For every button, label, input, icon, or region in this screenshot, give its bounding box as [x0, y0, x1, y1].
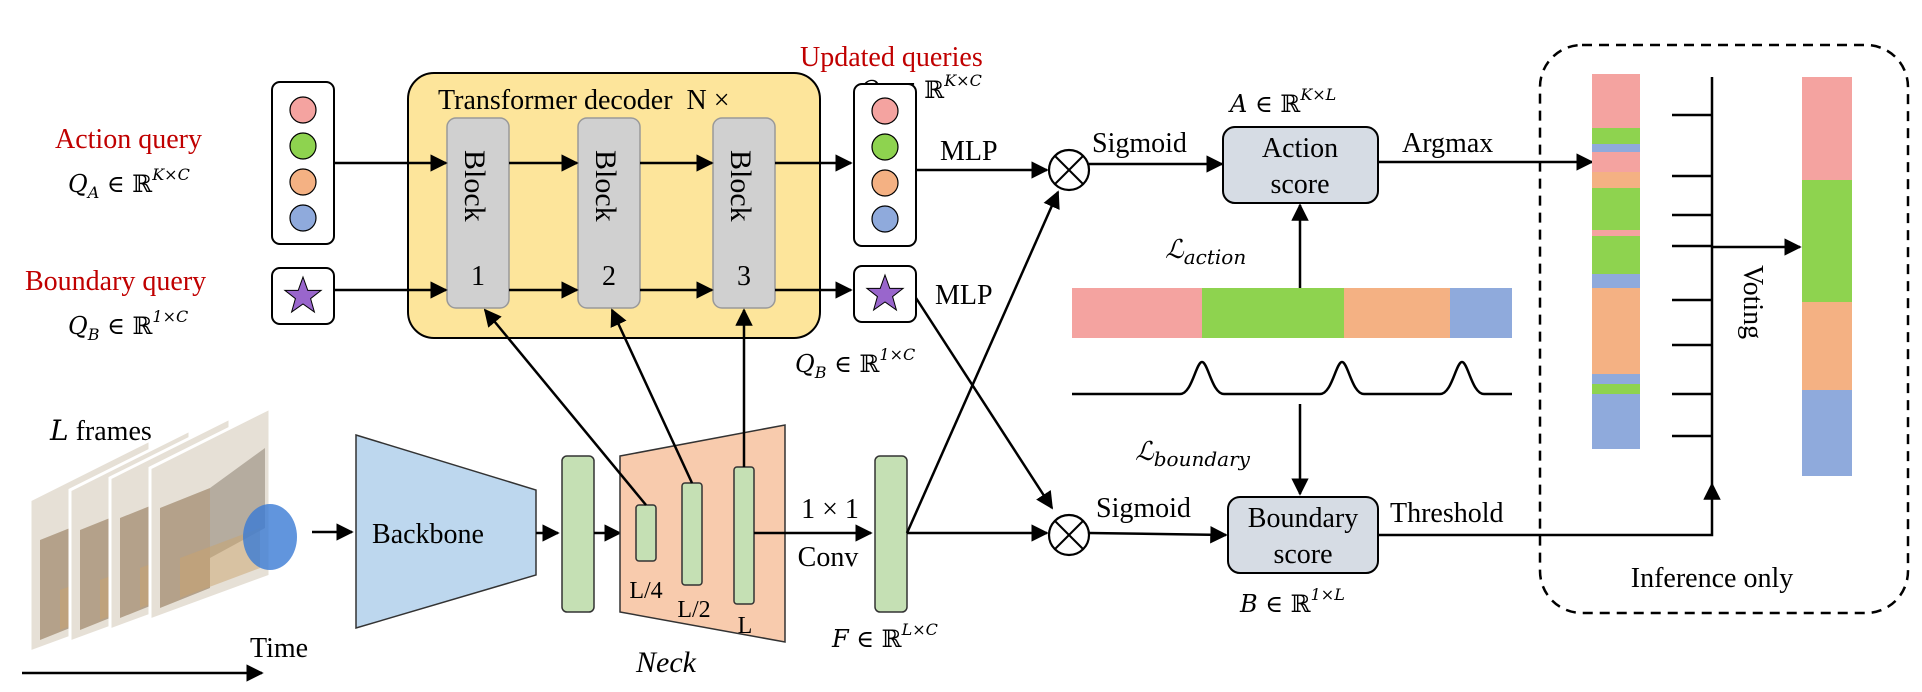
- action-bar-segment-green: [1202, 288, 1344, 338]
- neck-label: Neck: [635, 646, 697, 679]
- block-3-number: 3: [737, 261, 751, 292]
- voting-label: Voting: [1737, 265, 1768, 339]
- arrow-neck-l4-to-block1: [483, 308, 647, 506]
- block-3-label: Block: [724, 150, 757, 222]
- query-circle-green: [289, 132, 317, 160]
- segmentation-before-voting: [1592, 74, 1640, 449]
- seg-after-2-orange: [1802, 302, 1852, 390]
- backbone-trapezoid: [355, 433, 537, 630]
- ground-truth-action-bar: [1072, 288, 1512, 338]
- query-circle-blue: [289, 204, 317, 232]
- arrow-neck-l2-to-block2: [610, 308, 694, 484]
- boundary-score-label-line1: Boundary: [1248, 503, 1358, 534]
- updated-circle-green: [871, 133, 899, 161]
- action-bar-segment-blue: [1450, 288, 1512, 338]
- boundary-query-label: Boundary query: [25, 266, 206, 297]
- arrow-mlp-bottom-to-boundary-mult: [914, 297, 1054, 510]
- star-icon: [283, 275, 323, 314]
- backbone-feature-map: [561, 455, 595, 613]
- transformer-decoder-label: Transformer decoder N ×: [438, 85, 730, 116]
- neck-level-l4: [635, 504, 657, 562]
- block-2-number: 2: [602, 261, 616, 292]
- video-frames-stack: [28, 405, 297, 655]
- action-query-formula: QA ∈ ℝK×C: [68, 165, 190, 202]
- mlp-bottom-label: MLP: [935, 280, 993, 311]
- decoder-block-3: [712, 117, 776, 309]
- arrow-threshold: [1378, 482, 1721, 537]
- seg-before-4-orange: [1592, 172, 1640, 188]
- query-circle-orange: [289, 168, 317, 196]
- argmax-label: Argmax: [1402, 128, 1493, 159]
- block-1-number: 1: [471, 261, 485, 292]
- boundary-gaussian-curve: [1072, 360, 1512, 396]
- blue-bowl: [243, 504, 297, 570]
- multiply-node-bottom: [1047, 513, 1091, 557]
- seg-before-12-blue: [1592, 394, 1640, 449]
- mlp-top-label: MLP: [940, 136, 998, 167]
- backbone-label: Backbone: [372, 519, 484, 550]
- seg-after-0-pink: [1802, 77, 1852, 180]
- sigmoid-top-label: Sigmoid: [1092, 128, 1187, 159]
- seg-before-3-pink: [1592, 152, 1640, 172]
- updated-circle-pink: [871, 97, 899, 125]
- query-circle-pink: [289, 96, 317, 124]
- seg-before-2-blue: [1592, 144, 1640, 152]
- seg-after-1-green: [1802, 180, 1852, 302]
- seg-before-7-green: [1592, 236, 1640, 274]
- seg-after-3-blue: [1802, 390, 1852, 476]
- f-space-formula: F ∈ ℝL×C: [831, 620, 938, 653]
- arrow-f-to-action-mult: [905, 190, 1060, 534]
- conv-feature-map: [874, 455, 908, 613]
- boundary-score-label-line2: score: [1273, 539, 1332, 570]
- neck-level-l2: [681, 482, 703, 586]
- seg-before-0-pink: [1592, 74, 1640, 128]
- conv-label-line2: Conv: [798, 542, 859, 573]
- loss-action-label: ℒaction: [1165, 235, 1246, 269]
- action-score-label-line2: score: [1270, 169, 1329, 200]
- seg-before-1-green: [1592, 128, 1640, 144]
- block-1-label: Block: [458, 150, 491, 222]
- neck-l2-label: L/2: [677, 597, 710, 623]
- inference-only-label: Inference only: [1631, 563, 1793, 594]
- conv-label-line1: 1 × 1: [801, 494, 859, 525]
- sigmoid-bottom-label: Sigmoid: [1096, 493, 1191, 524]
- multiply-node-top: [1047, 148, 1091, 192]
- neck-level-l: [733, 466, 755, 605]
- updated-action-query-box: [853, 83, 917, 247]
- seg-before-8-blue: [1592, 274, 1640, 288]
- arrow-sigmoid-bottom: [1088, 526, 1228, 544]
- threshold-label: Threshold: [1390, 498, 1504, 529]
- a-space-formula: A ∈ ℝK×L: [1228, 85, 1336, 118]
- action-score-label-line1: Action: [1262, 133, 1338, 164]
- b-space-formula: B ∈ ℝ1×L: [1239, 585, 1345, 618]
- boundary-query-formula: QB ∈ ℝ1×C: [68, 307, 188, 344]
- time-label: Time: [250, 633, 308, 664]
- l-frames-label: L frames: [49, 414, 152, 447]
- updated-queries-label: Updated queries: [800, 42, 983, 73]
- decoder-block-2: [577, 117, 641, 309]
- seg-before-9-orange: [1592, 288, 1640, 374]
- seg-before-10-blue: [1592, 374, 1640, 384]
- boundary-ticks: [1672, 113, 1712, 438]
- segmentation-after-voting: [1802, 77, 1852, 476]
- updated-qb-formula: QB ∈ ℝ1×C: [795, 345, 915, 382]
- action-bar-segment-orange: [1344, 288, 1450, 338]
- updated-circle-orange: [871, 169, 899, 197]
- inference-only-region: [1538, 43, 1910, 615]
- seg-before-11-green: [1592, 384, 1640, 394]
- updated-star-icon: [865, 273, 905, 312]
- action-query-label: Action query: [55, 124, 202, 155]
- seg-before-5-green: [1592, 188, 1640, 230]
- neck-l4-label: L/4: [629, 578, 662, 604]
- seg-before-6-pink: [1592, 230, 1640, 236]
- block-2-label: Block: [589, 150, 622, 222]
- updated-circle-blue: [871, 205, 899, 233]
- action-score-box: [1222, 126, 1379, 204]
- action-bar-segment-pink: [1072, 288, 1202, 338]
- decoder-block-1: [446, 117, 510, 309]
- neck-l-label: L: [738, 613, 753, 639]
- loss-boundary-label: ℒboundary: [1135, 437, 1251, 471]
